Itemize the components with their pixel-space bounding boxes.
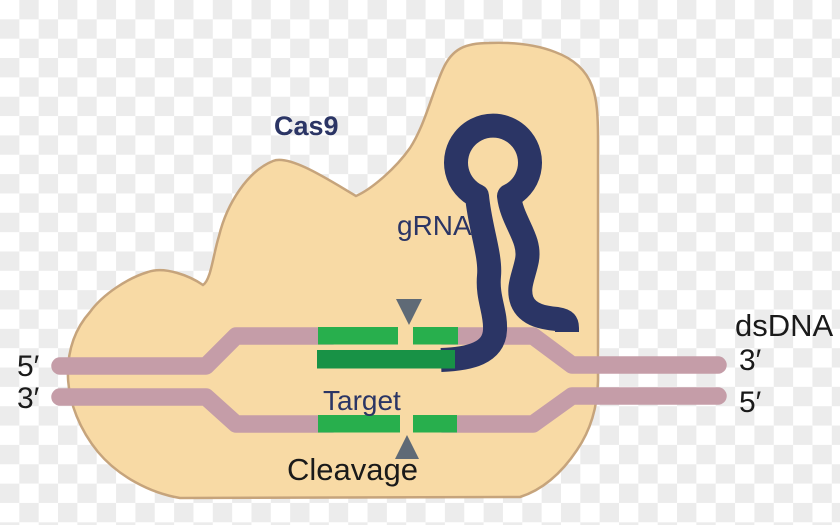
grna-spacer-bar <box>317 350 455 369</box>
cleavage-marker-top <box>396 299 422 325</box>
grna-label: gRNA <box>397 210 472 241</box>
target-segment-bottom-right <box>413 415 457 433</box>
dna-strand-top-left <box>51 327 341 375</box>
target-segment-top-left <box>318 327 398 345</box>
dna-strand-bottom-right <box>434 387 727 433</box>
target-segment-top-right <box>413 327 458 345</box>
dna-strand-bottom-left <box>51 388 341 433</box>
cleavage-label: Cleavage <box>287 452 418 487</box>
strand-end-label-left-bottom: 3′ <box>17 382 40 415</box>
cleavage-marker-bottom <box>395 435 419 459</box>
target-label: Target <box>323 385 401 416</box>
target-sequence <box>317 327 458 433</box>
dsdna-label: dsDNA <box>735 308 834 343</box>
grna-strand <box>440 113 579 372</box>
strand-end-label-right-bottom: 5′ <box>739 386 762 419</box>
target-segment-bottom-left <box>318 415 400 433</box>
strand-end-label-right-top: 3′ <box>739 344 762 377</box>
strand-end-label-left-top: 5′ <box>17 350 40 383</box>
cas9-label: Cas9 <box>274 111 339 141</box>
